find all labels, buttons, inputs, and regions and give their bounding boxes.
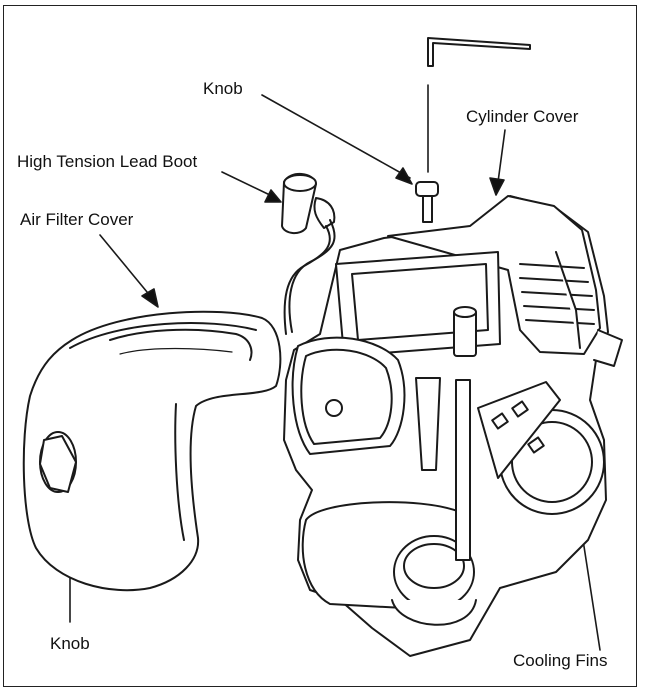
- diagram-frame: [3, 5, 637, 687]
- boot-leader: [221, 171, 273, 197]
- label-knob-top: Knob: [203, 79, 243, 98]
- knob-top-arrowhead: [395, 167, 413, 185]
- label-cooling-fins: Cooling Fins: [513, 651, 608, 670]
- top-knob-part: [415, 181, 439, 223]
- high-tension-lead-boot-part: [281, 173, 336, 335]
- air-filter-cover-part: [22, 310, 282, 592]
- label-cylinder-cover: Cylinder Cover: [466, 107, 579, 126]
- knob-top-leader: [261, 94, 411, 179]
- cylinder-cover-leader: [497, 129, 506, 183]
- hex-wrench: [427, 37, 531, 67]
- engine-body-part: [283, 195, 623, 657]
- cylinder-cover-arrowhead: [489, 177, 505, 196]
- label-air-filter-cover: Air Filter Cover: [20, 210, 134, 229]
- boot-arrowhead: [264, 189, 282, 203]
- air-filter-arrowhead: [141, 288, 159, 308]
- label-knob-bottom: Knob: [50, 634, 90, 653]
- air-filter-leader: [99, 234, 153, 299]
- label-high-tension-lead-boot: High Tension Lead Boot: [17, 152, 198, 171]
